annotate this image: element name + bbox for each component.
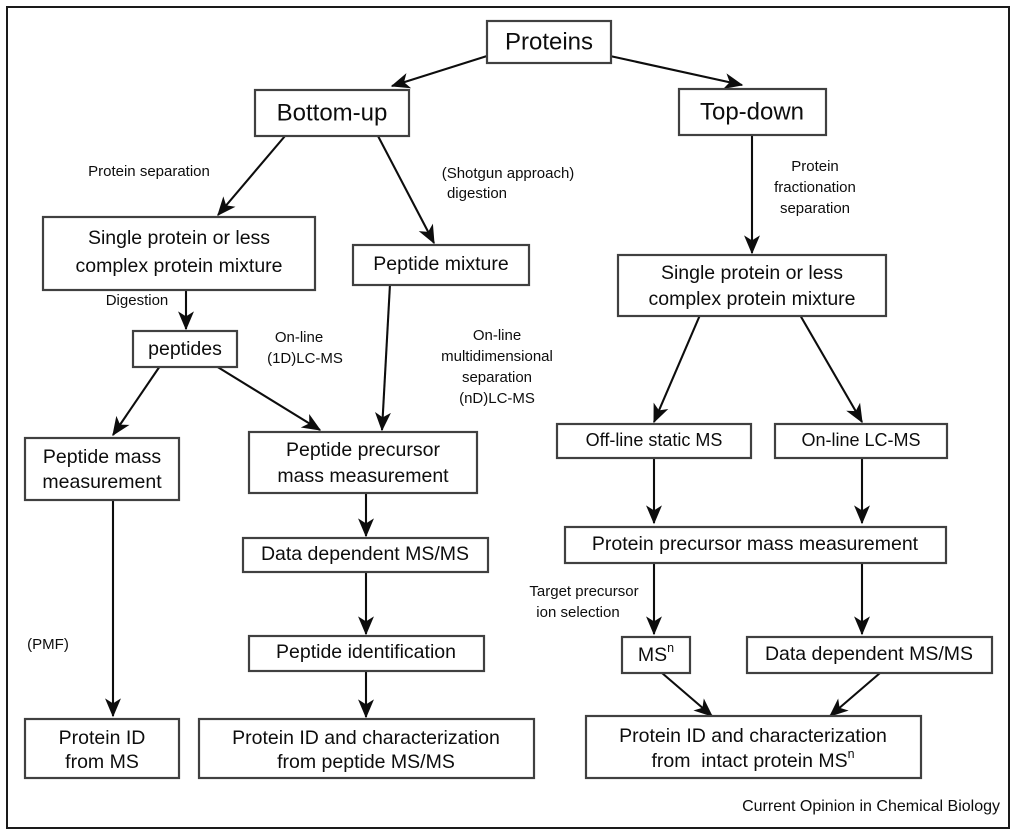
node-protein-id-int-line2-pre: from intact protein: [651, 750, 818, 772]
node-peptide-mass-line1: Peptide mass: [43, 446, 161, 468]
node-online-lcms[interactable]: On-line LC-MS: [773, 422, 949, 460]
node-peptide-precursor-line2: mass measurement: [277, 465, 449, 487]
node-protein-id-int-line1: Protein ID and characterization: [619, 725, 887, 747]
node-bottom-up[interactable]: Bottom-up: [253, 88, 411, 138]
node-ddms-right-label: Data dependent MS/MS: [765, 643, 973, 665]
node-peptide-mixture[interactable]: Peptide mixture: [351, 243, 531, 287]
node-protein-id-int-line2: from intact protein MSn: [651, 747, 854, 772]
node-protein-id-pep-line2: from peptide MS/MS: [277, 751, 455, 773]
node-peptide-mass-measurement[interactable]: Peptide mass measurement: [23, 436, 181, 502]
node-peptides[interactable]: peptides: [131, 329, 239, 369]
node-msn-label: MSn: [638, 641, 674, 666]
node-msn-base: MS: [638, 644, 667, 666]
edge-peptide-mixture-to-peptide-precursor: [374, 283, 392, 432]
edge-td-single-to-online-lcms: [799, 314, 863, 424]
edge-label-digestion: Digestion: [106, 292, 169, 309]
edge-label-online-1d-line1: On-line: [275, 329, 323, 346]
figure-frame: [6, 6, 1010, 829]
node-peptide-mixture-label: Peptide mixture: [373, 253, 508, 275]
node-protein-precursor-label: Protein precursor mass measurement: [592, 533, 919, 555]
edge-label-fractionation-line3: separation: [780, 200, 850, 217]
edge-proteins-to-top-down: [609, 54, 744, 90]
node-top-down-label: Top-down: [700, 98, 804, 125]
edge-label-online-nd-line1: On-line: [473, 327, 521, 344]
node-data-dependent-msms-right[interactable]: Data dependent MS/MS: [745, 635, 994, 675]
edge-msn-to-protein-id-intact: [661, 672, 713, 717]
edge-label-shotgun-line1: (Shotgun approach): [442, 165, 575, 182]
node-bu-single-protein-line2: complex protein mixture: [76, 255, 283, 277]
node-peptide-identification-label: Peptide identification: [276, 641, 456, 663]
edge-peptides-to-peptide-precursor: [215, 365, 322, 431]
node-protein-id-ms-line2: from MS: [65, 751, 139, 773]
edge-label-target-precursor-line2: ion selection: [536, 604, 619, 621]
edge-td-single-to-offline-static: [653, 314, 701, 424]
edge-ddms-right-to-protein-id-intact: [829, 672, 881, 717]
node-td-single-protein-line1: Single protein or less: [661, 262, 843, 284]
node-proteins-label: Proteins: [505, 28, 593, 55]
node-proteins[interactable]: Proteins: [485, 19, 613, 65]
edge-peptides-to-peptide-mass: [112, 365, 161, 437]
edge-label-online-nd-line4: (nD)LC-MS: [459, 390, 535, 407]
node-online-lcms-label: On-line LC-MS: [801, 430, 920, 450]
edge-label-pmf: (PMF): [27, 636, 69, 653]
edge-label-online-nd-line2: multidimensional: [441, 348, 553, 365]
node-protein-id-from-peptide-msms[interactable]: Protein ID and characterization from pep…: [197, 717, 536, 780]
node-offline-static-ms-label: Off-line static MS: [586, 430, 723, 450]
node-bu-single-protein[interactable]: Single protein or less complex protein m…: [41, 215, 317, 292]
node-msn[interactable]: MSn: [620, 635, 692, 675]
edge-label-online-1d-line2: (1D)LC-MS: [267, 350, 343, 367]
node-peptide-precursor-line1: Peptide precursor: [286, 439, 440, 461]
node-data-dependent-msms-middle[interactable]: Data dependent MS/MS: [241, 536, 490, 574]
figure-caption: Current Opinion in Chemical Biology: [742, 798, 1000, 815]
node-protein-precursor-mass-measurement[interactable]: Protein precursor mass measurement: [563, 525, 948, 565]
node-protein-id-from-intact-protein[interactable]: Protein ID and characterization from int…: [584, 714, 923, 780]
node-td-single-protein-line2: complex protein mixture: [649, 288, 856, 310]
node-top-down[interactable]: Top-down: [677, 87, 828, 137]
connector-group: [105, 54, 881, 719]
node-protein-id-pep-line1: Protein ID and characterization: [232, 727, 500, 749]
edge-label-target-precursor-line1: Target precursor: [529, 583, 638, 600]
edge-label-fractionation-line1: Protein: [791, 158, 839, 175]
edge-label-fractionation-line2: fractionation: [774, 179, 856, 196]
edge-bottom-up-to-bu-single: [217, 135, 286, 216]
node-protein-id-int-line2-base: MS: [818, 750, 847, 772]
node-protein-id-ms-line1: Protein ID: [59, 727, 146, 749]
node-protein-id-from-ms[interactable]: Protein ID from MS: [23, 717, 181, 780]
node-peptide-precursor-mass-measurement[interactable]: Peptide precursor mass measurement: [247, 430, 479, 495]
node-offline-static-ms[interactable]: Off-line static MS: [555, 422, 753, 460]
node-td-single-protein[interactable]: Single protein or less complex protein m…: [616, 253, 888, 318]
edge-label-online-nd-line3: separation: [462, 369, 532, 386]
node-bottom-up-label: Bottom-up: [277, 99, 388, 126]
node-peptide-mass-line2: measurement: [42, 471, 162, 493]
edge-label-shotgun-line2: digestion: [447, 185, 507, 202]
node-ddms-mid-label: Data dependent MS/MS: [261, 543, 469, 565]
node-peptide-identification[interactable]: Peptide identification: [247, 634, 486, 673]
node-msn-superscript: n: [667, 641, 674, 655]
node-bu-single-protein-line1: Single protein or less: [88, 227, 270, 249]
edge-label-protein-separation: Protein separation: [88, 163, 210, 180]
edge-bottom-up-to-peptide-mixture: [377, 135, 435, 245]
node-protein-id-int-line2-superscript: n: [848, 747, 855, 761]
node-peptides-label: peptides: [148, 338, 222, 360]
edge-proteins-to-bottom-up: [390, 54, 488, 89]
